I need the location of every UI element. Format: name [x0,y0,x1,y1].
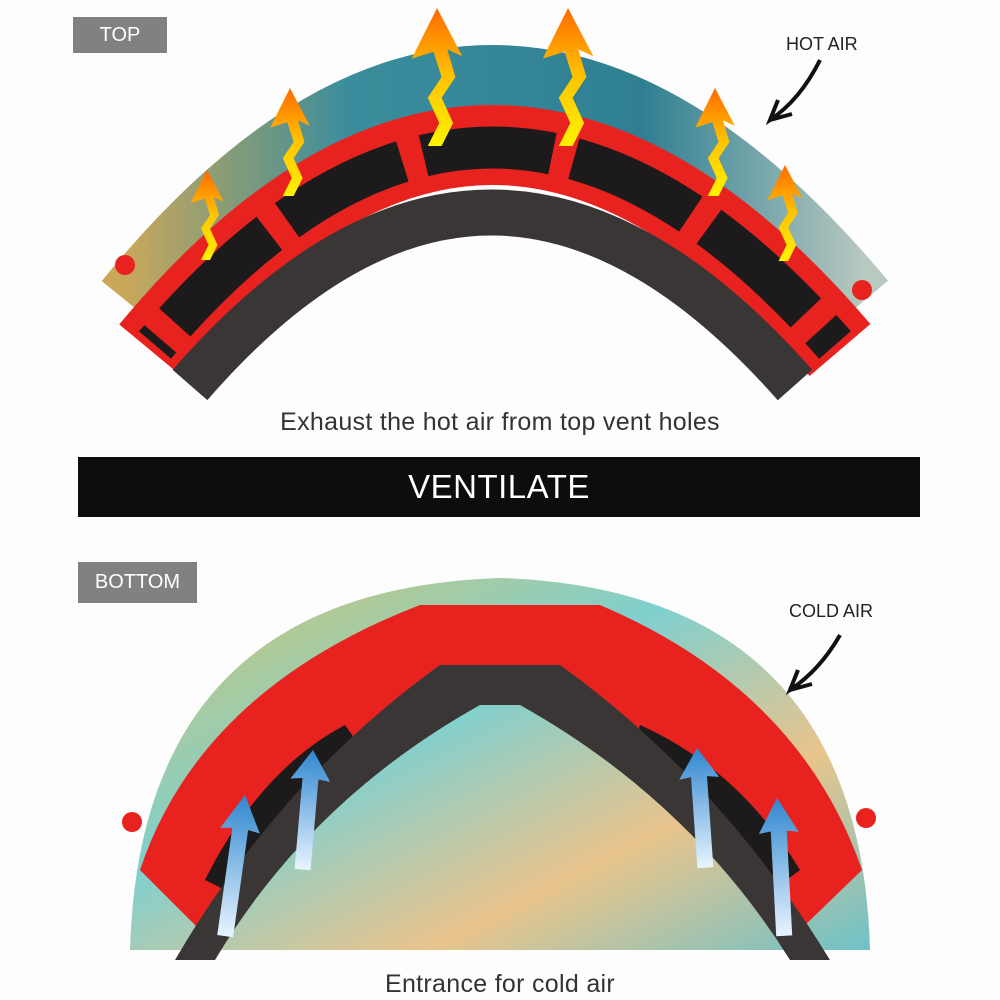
top-goggles [101,8,889,401]
ventilate-banner: VENTILATE [78,457,920,517]
strap-clip-left [122,812,142,832]
bottom-label: BOTTOM [78,562,197,603]
banner-title: VENTILATE [408,468,590,505]
cold-air-label: COLD AIR [789,601,874,621]
bottom-frame [140,605,862,930]
top-vents [138,126,851,359]
hot-air-label: HOT AIR [786,34,858,54]
bottom-caption: Entrance for cold air [384,970,616,998]
strap-clip-right [856,808,876,828]
curved-arrow-icon [785,634,842,696]
curved-arrow-icon [765,59,822,126]
top-lens [101,45,889,320]
strap-clip-left [115,255,135,275]
top-label: TOP [73,17,167,53]
top-caption: Exhaust the hot air from top vent holes [280,408,720,436]
strap-clip-right [852,280,872,300]
bottom-goggles [122,578,876,960]
top-foam [172,189,813,401]
